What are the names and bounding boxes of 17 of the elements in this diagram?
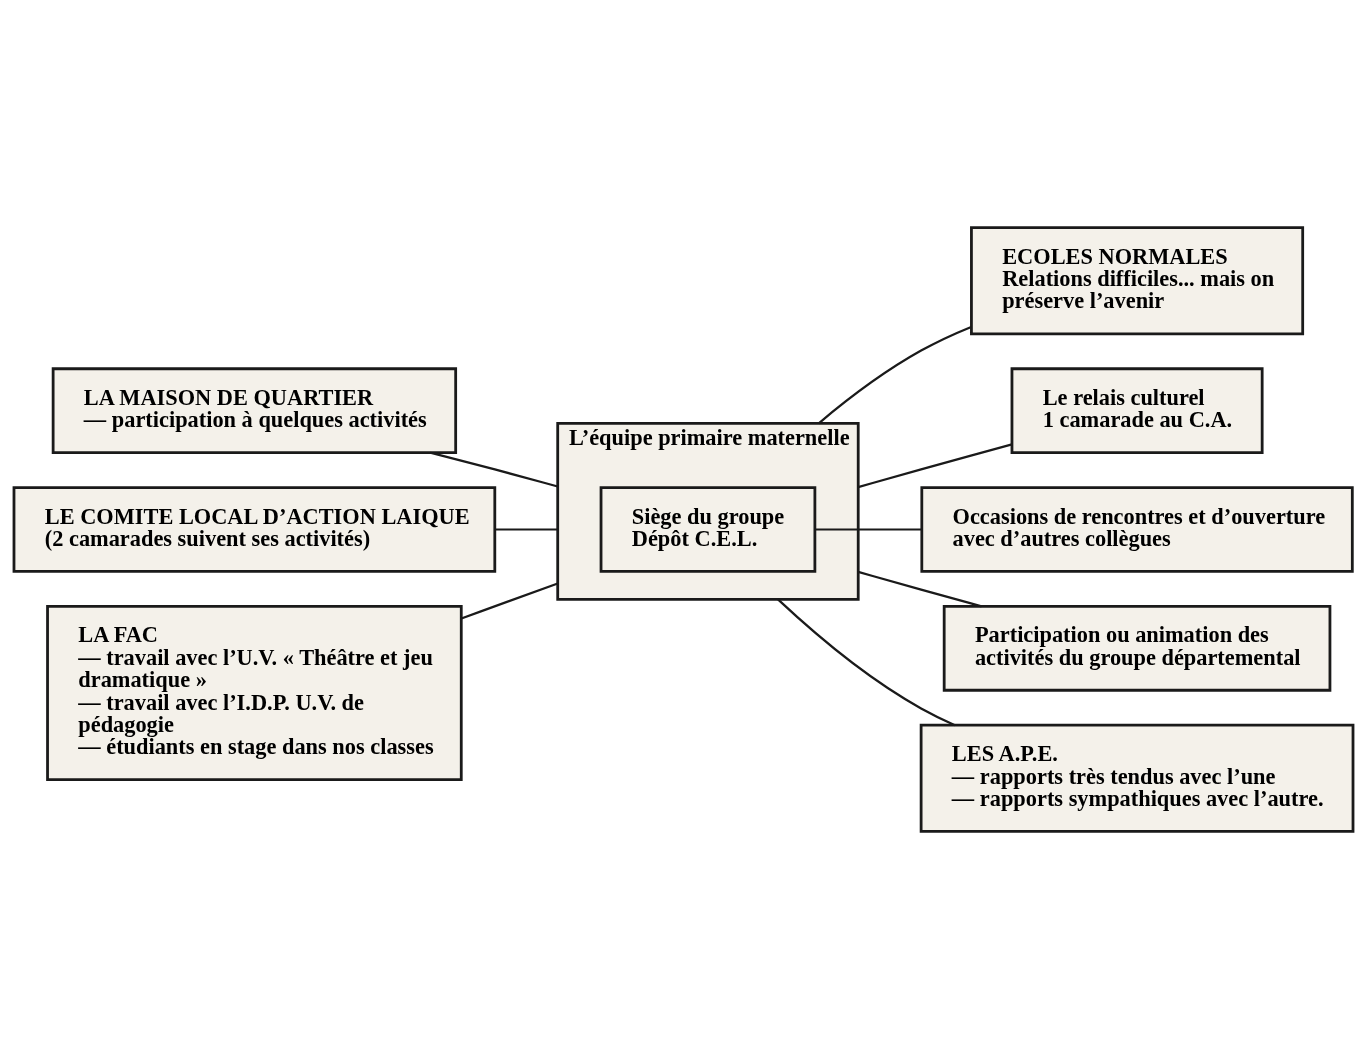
node-box: Participation ou animation des activités du groupe départemental xyxy=(942,604,1332,692)
connector xyxy=(857,570,982,607)
node-box: LA MAISON DE QUARTIER — participation à quelques activités xyxy=(51,366,458,454)
node-box: Siège du groupe Dépôt C.E.L. xyxy=(599,485,817,573)
node-box: Occasions de rencontres et d’ouverture avec d’autres collègues xyxy=(920,485,1354,573)
node-box: LA FAC — travail avec l’U.V. « Théâtre et jeu dramatique » — travail avec l’I.D.P. U.V. de pédagogie — étudiants en stage dans nos classes xyxy=(46,604,463,781)
connector xyxy=(495,527,558,531)
node-box: LES A.P.E. — rapports très tendus avec l’une — rapports sympathiques avec l’autre. xyxy=(919,723,1355,833)
connector xyxy=(857,442,1013,488)
connector xyxy=(429,451,558,488)
connector xyxy=(815,527,922,531)
connector xyxy=(777,598,956,726)
connector xyxy=(818,325,972,424)
connector xyxy=(461,581,559,619)
node-box: LE COMITE LOCAL D’ACTION LAIQUE (2 camarades suivent ses activités) xyxy=(12,485,497,573)
node-box: ECOLES NORMALES Relations difficiles... mais on préserve l’avenir xyxy=(970,225,1305,335)
node-box: Le relais culturel 1 camarade au C.A. xyxy=(1010,366,1264,454)
